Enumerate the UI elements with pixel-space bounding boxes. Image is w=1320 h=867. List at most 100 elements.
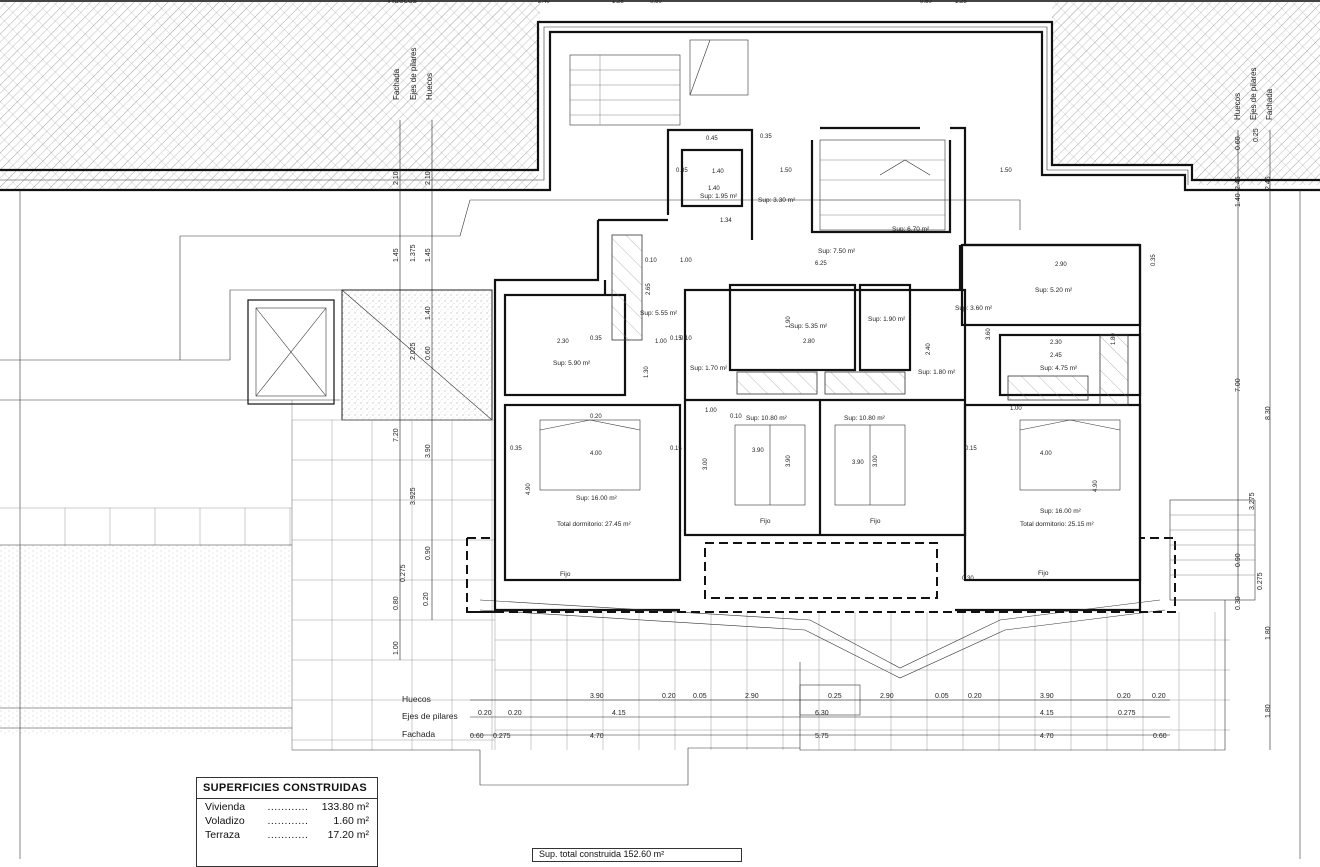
- room-total: Total dormitorio: 27.45 m²: [557, 521, 632, 528]
- dimension-text: 0.45: [706, 136, 718, 142]
- room-area: Sup: 1.90 m²: [868, 316, 906, 323]
- room-area: Sup: 16.00 m²: [1040, 508, 1082, 515]
- dimension-text: 0.60: [425, 346, 432, 360]
- label-huecos-bottom: Huecos: [402, 694, 431, 704]
- beds: [539, 419, 1121, 506]
- room-area: Sup: 4.75 m²: [1040, 365, 1078, 372]
- dimension-text: 8.30: [1265, 406, 1272, 420]
- dimension-text: 1.00: [680, 258, 692, 264]
- dimension-text: 1.45: [393, 248, 400, 262]
- legend-dots: ............: [267, 815, 309, 827]
- room-area: Sup: 1.95 m²: [700, 193, 738, 200]
- dimension-text: 2.45: [1265, 176, 1272, 190]
- dimension-text: 7.00: [1235, 378, 1242, 392]
- dimension-lines: [399, 120, 1271, 750]
- dimension-text: 0.90: [1235, 553, 1242, 567]
- dimension-text: 1.90: [786, 316, 792, 328]
- label-fachada-bottom: Fachada: [402, 729, 435, 739]
- dimension-text: 1.25: [955, 0, 967, 5]
- dimension-text: 2.80: [803, 339, 815, 345]
- dimension-text: 2.30: [557, 339, 569, 345]
- total-area-note: Sup. total construida 152.60 m²: [532, 848, 742, 862]
- dimension-text: 0.10: [680, 336, 692, 342]
- label-fachada-left: Fachada: [392, 68, 401, 100]
- dimension-text: 0.15: [965, 446, 977, 452]
- dimension-text: 0.275: [1118, 710, 1136, 717]
- dimension-text: 1.40: [708, 186, 720, 192]
- internal-stairs: [819, 139, 946, 231]
- dimension-text: 0.275: [493, 733, 511, 740]
- room-area: Sup: 5.20 m²: [1035, 287, 1073, 294]
- dimension-text: 0.35: [590, 336, 602, 342]
- room-total: Total dormitorio: 25.15 m²: [1020, 521, 1095, 528]
- dimension-text: 3.275: [1249, 492, 1256, 510]
- dimension-text: 2.45: [1235, 176, 1242, 190]
- dimension-text: 0.30: [962, 576, 974, 582]
- dimension-text: 1.50: [780, 168, 792, 174]
- room-area: Sup: 16.00 m²: [576, 495, 618, 502]
- dimension-text: 0.25: [1253, 128, 1260, 142]
- dimension-text: 4.70: [1040, 733, 1054, 740]
- dimension-text: 1.50: [1000, 168, 1012, 174]
- dimension-text: 0.80: [393, 596, 400, 610]
- dimension-text: 6.25: [815, 261, 827, 267]
- entrance-stairs: [569, 39, 749, 126]
- side-stairs: [1169, 499, 1256, 601]
- dimension-text: 0.60: [470, 733, 484, 740]
- dimension-text: 0.35: [760, 134, 772, 140]
- dimension-text: 4.00: [1040, 451, 1052, 457]
- dimension-text: 0.60: [1153, 733, 1167, 740]
- dimension-text: 2.30: [1050, 340, 1062, 346]
- dimension-text: 1.80: [1265, 704, 1272, 718]
- legend-label: Voladizo: [205, 815, 245, 827]
- dimension-text: 4.90: [1093, 480, 1099, 492]
- room-area: Sup: 5.55 m²: [640, 310, 678, 317]
- dimension-text: 1.40: [1235, 193, 1242, 207]
- built-area-legend: SUPERFICIES CONSTRUIDAS Vivienda .......…: [196, 777, 378, 867]
- label-huecos-right: Huecos: [1233, 93, 1242, 120]
- dimension-text: 0.05: [935, 693, 949, 700]
- window-label: Fijo: [560, 571, 571, 578]
- dimension-text: 4.00: [590, 451, 602, 457]
- dimension-text: 2.90: [880, 693, 894, 700]
- dimension-text: 1.00: [655, 339, 667, 345]
- dimension-text: 7.20: [393, 428, 400, 442]
- room-area: Sup: 3.30 m²: [758, 197, 796, 204]
- dimension-text: 5.75: [815, 733, 829, 740]
- dimension-text: 2.10: [425, 171, 432, 185]
- terrace-outline: [466, 537, 1176, 613]
- dimension-text: 0.20: [423, 592, 430, 606]
- room-area: Sup: 5.35 m²: [790, 323, 828, 330]
- window-label: Fijo: [870, 518, 881, 525]
- dimension-text: 0.25: [828, 693, 842, 700]
- dimension-text: 3.90: [590, 693, 604, 700]
- dimension-text: 1.80: [1111, 333, 1117, 345]
- dimension-text: 1.40: [712, 169, 724, 175]
- dimension-text: 2.40: [926, 343, 932, 355]
- legend-value: 1.60 m²: [333, 815, 369, 827]
- dimension-text: 0.30: [1235, 596, 1242, 610]
- dimension-text: 0.35: [510, 446, 522, 452]
- dimension-text: 3.90: [1040, 693, 1054, 700]
- dimension-text: 3.00: [703, 458, 709, 470]
- dimension-text: 2.90: [1055, 262, 1067, 268]
- legend-row: Voladizo ............ 1.60 m²: [197, 813, 377, 827]
- dimension-text: 0.20: [1117, 693, 1131, 700]
- room-labels: Sup: 1.95 m² Sup: 3.30 m² Sup: 7.50 m² S…: [553, 193, 1095, 578]
- dimension-text: 1.45: [425, 248, 432, 262]
- room-area: Sup: 6.70 m²: [892, 226, 930, 233]
- legend-row: Vivienda ............ 133.80 m²: [197, 799, 377, 813]
- dimension-text: 2.65: [646, 283, 652, 295]
- light-well: [247, 289, 493, 421]
- dimension-text: 1.30: [644, 366, 650, 378]
- dimension-text: 3.90: [425, 444, 432, 458]
- house-walls: [479, 126, 1166, 679]
- wardrobes: [611, 234, 1129, 406]
- room-area: Sup: 10.80 m²: [844, 415, 886, 422]
- dimension-text: 3.00: [873, 455, 879, 467]
- dimension-text: 2.025: [410, 342, 417, 360]
- room-area: Sup: 10.80 m²: [746, 415, 788, 422]
- terrain-hatch: [0, 0, 1320, 190]
